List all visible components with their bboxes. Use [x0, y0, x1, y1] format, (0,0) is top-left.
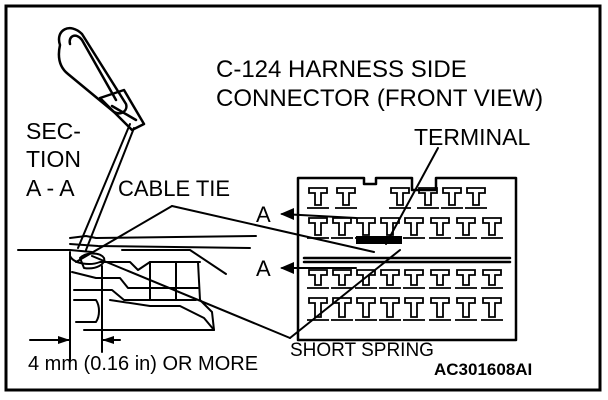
- figure-frame: [4, 4, 602, 392]
- terminal-cavity-upper-top-4: [441, 187, 463, 209]
- section-label-2: TION: [26, 146, 81, 172]
- connector-drawing: [296, 176, 518, 342]
- dimension-arrow-left: [58, 336, 70, 344]
- terminal-cavity-upper-mid-5: [429, 217, 451, 239]
- cable-tie-leader-2: [171, 205, 375, 253]
- terminal-cavity-lower-mid-2: [355, 269, 377, 289]
- terminal-cavity-lower-mid-7: [481, 269, 503, 289]
- section-a-a-drawing: [17, 235, 257, 361]
- short-spring-leader-2: [289, 249, 401, 339]
- terminal-cavity-upper-mid-4: [403, 217, 425, 239]
- cable-tie-leader: [75, 205, 173, 263]
- terminal-cavity-lower-bottom-2: [355, 297, 377, 321]
- distance-label: 4 mm (0.16 in) OR MORE: [28, 353, 258, 375]
- terminal-cavity-lower-mid-3: [379, 269, 401, 289]
- terminal-highlight: [356, 236, 402, 244]
- section-leader-2: [85, 127, 135, 251]
- terminal-cavity-lower-bottom-7: [481, 297, 503, 321]
- cable-tie-label: CABLE TIE: [118, 176, 230, 201]
- terminal-cavity-lower-mid-5: [429, 269, 451, 289]
- short-spring-leader: [91, 255, 291, 339]
- terminal-cavity-lower-mid-1: [331, 269, 353, 289]
- section-leader: [77, 123, 131, 249]
- section-arrow-lower-head: [280, 262, 294, 274]
- terminal-cavity-lower-bottom-3: [379, 297, 401, 321]
- title-line-2: CONNECTOR (FRONT VIEW): [216, 85, 543, 112]
- section-arrow-upper-label: A: [256, 202, 271, 227]
- cable-tie-drawing: [57, 27, 146, 132]
- title-line-1: C-124 HARNESS SIDE: [216, 56, 467, 83]
- terminal-cavity-upper-top-5: [465, 187, 487, 209]
- terminal-cavity-lower-bottom-6: [455, 297, 477, 321]
- figure-code: AC301608AI: [434, 360, 532, 379]
- section-label-3: A - A: [26, 175, 75, 201]
- terminal-cavity-lower-mid-0: [307, 269, 329, 289]
- section-arrow-upper: [281, 213, 357, 219]
- terminal-cavity-upper-mid-2: [355, 217, 377, 239]
- terminal-cavity-upper-top-0: [307, 187, 329, 209]
- section-arrow-upper-head: [280, 208, 294, 220]
- terminal-cavity-upper-mid-0: [307, 217, 329, 239]
- terminal-cavity-upper-mid-6: [455, 217, 477, 239]
- terminal-label: TERMINAL: [414, 124, 531, 150]
- terminal-cavity-lower-mid-4: [403, 269, 425, 289]
- terminal-cavity-lower-bottom-0: [307, 297, 329, 321]
- dimension-arrow-right: [102, 336, 114, 344]
- terminal-cells: [307, 187, 503, 321]
- terminal-cavity-lower-bottom-4: [403, 297, 425, 321]
- terminal-cavity-lower-bottom-1: [331, 297, 353, 321]
- terminal-cavity-lower-bottom-5: [429, 297, 451, 321]
- terminal-cavity-upper-top-2: [389, 187, 411, 209]
- terminal-cavity-upper-top-1: [335, 187, 357, 209]
- short-spring-label: SHORT SPRING: [290, 340, 434, 361]
- terminal-cavity-upper-mid-1: [331, 217, 353, 239]
- terminal-cavity-upper-mid-7: [481, 217, 503, 239]
- terminal-leader: [385, 147, 439, 245]
- terminal-cavity-upper-top-3: [417, 187, 439, 209]
- terminal-cavity-lower-mid-6: [455, 269, 477, 289]
- section-label-1: SEC-: [26, 118, 81, 144]
- section-arrow-lower-label: A: [256, 256, 271, 281]
